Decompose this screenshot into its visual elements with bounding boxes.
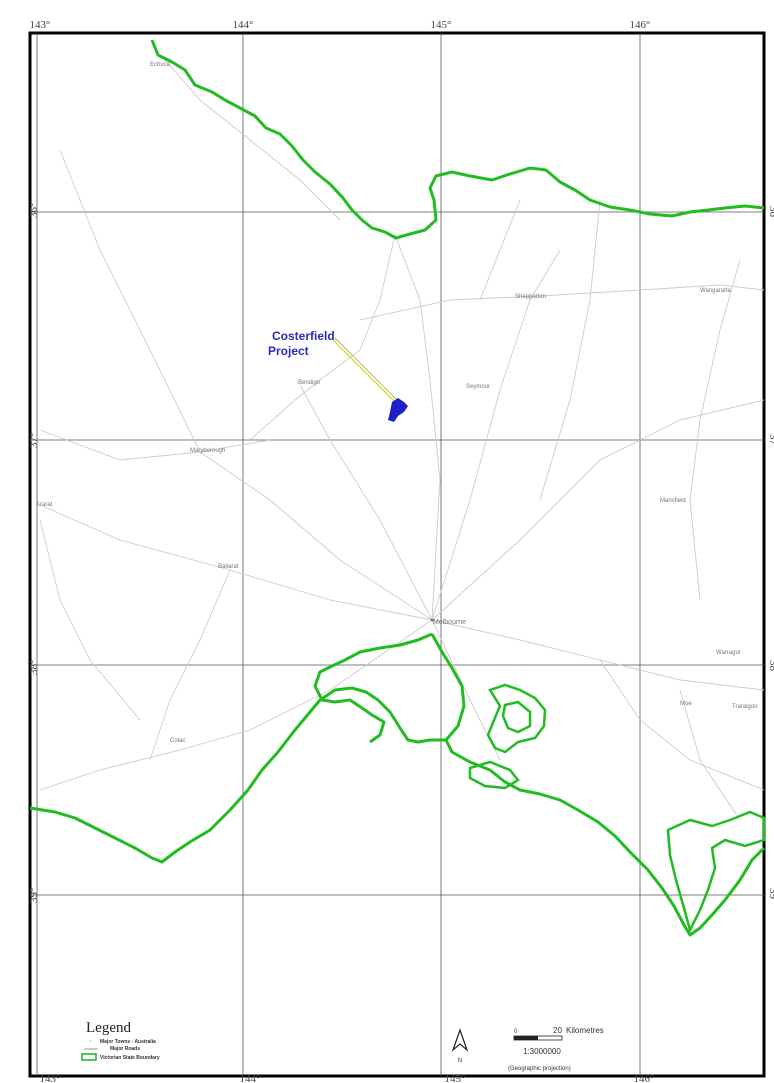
lon-label-bottom-146: 146° (634, 1073, 655, 1083)
legend-town-marker: · (90, 1039, 92, 1045)
town-ararat: Ararat (36, 502, 53, 508)
lon-label-top-146: 146° (630, 19, 651, 31)
lon-label-bottom-144: 144° (240, 1073, 261, 1083)
road (599, 659, 765, 791)
lon-label-top-145: 145° (431, 19, 452, 31)
legend-item-roads: Major Roads (110, 1046, 140, 1052)
legend-item-boundary: Victorian State Boundary (100, 1055, 160, 1061)
lat-label-left-36: 36° (28, 203, 40, 218)
project-leader-line (332, 339, 396, 403)
road (59, 149, 201, 453)
road (39, 619, 433, 791)
scale-start: 0 (514, 1029, 518, 1035)
project-area: Costerfield Project (268, 329, 408, 422)
scale-end: 20 (553, 1026, 562, 1035)
coastline-wilsons-prom (666, 810, 766, 934)
lon-label-top-143: 143° (30, 19, 51, 31)
road (479, 199, 521, 301)
road (39, 429, 271, 461)
north-arrow: N (451, 1028, 469, 1064)
coastline-westernport (486, 683, 547, 754)
lat-label-left-37: 37° (28, 433, 40, 448)
map-frame (28, 31, 766, 1078)
road (249, 234, 396, 441)
coastline-phillip-island (468, 760, 520, 790)
project-label-line1: Costerfield (272, 329, 335, 343)
road (431, 399, 765, 621)
coastline-french-island (501, 700, 532, 734)
road (431, 249, 561, 621)
legend-item-towns: Major Towns - Australia (100, 1039, 156, 1045)
major-roads (39, 59, 765, 821)
lon-label-top-144: 144° (233, 19, 254, 31)
scale-ratio: 1:3000000 (523, 1047, 561, 1056)
lat-label-right-36: 36° (767, 206, 774, 221)
north-arrow-icon (451, 1028, 469, 1052)
town-bendigo: Bendigo (298, 380, 321, 386)
legend: Legend · Major Towns - Australia Major R… (81, 1020, 160, 1061)
town-colac: Colac (170, 738, 185, 744)
project-label-line2: Project (268, 344, 309, 358)
town-moe: Moe (680, 701, 692, 707)
scale-bar-segment (514, 1036, 538, 1040)
town-labels: Echuca Shepparton Wangaratta Bendigo Sey… (36, 62, 757, 744)
town-traralgon: Traralgon (732, 704, 757, 710)
road (359, 284, 765, 321)
legend-title: Legend (86, 1020, 131, 1036)
graticule (30, 33, 764, 1076)
road (199, 451, 433, 621)
coastline-east (444, 739, 766, 937)
state-boundary (150, 39, 765, 240)
town-ballarat: Ballarat (218, 564, 239, 570)
town-warragul: Warragul (716, 650, 740, 656)
legend-boundary-symbol (81, 1053, 97, 1061)
town-echuca: Echuca (150, 62, 171, 68)
town-melbourne: Melbourne (433, 619, 466, 626)
road (149, 569, 231, 761)
lon-label-bottom-145: 145° (445, 1073, 466, 1083)
road (394, 234, 441, 621)
lat-label-left-39: 39° (28, 888, 40, 903)
town-mansfield: Mansfield (660, 498, 686, 504)
road (689, 259, 741, 601)
scale-bar: 0 20 Kilometres 1:3000000 (Geographic pr… (508, 1026, 604, 1072)
scale-projection: (Geographic projection) (508, 1066, 571, 1072)
project-leader-line (334, 337, 398, 401)
town-maryborough: Maryborough (190, 448, 225, 454)
coastline-west (29, 633, 466, 864)
road (679, 689, 741, 821)
lat-label-right-39: 39° (767, 888, 774, 903)
lat-label-left-38: 38° (28, 660, 40, 675)
lon-label-bottom-143: 143° (40, 1073, 61, 1083)
road (39, 519, 141, 721)
lat-label-right-37: 37° (767, 434, 774, 449)
coastline-port-phillip (313, 632, 433, 744)
lat-label-right-38: 38° (767, 660, 774, 675)
road (299, 384, 433, 621)
road (164, 59, 341, 221)
road (539, 199, 601, 501)
graticule-labels: 143° 144° 145° 146° 143° 144° 145° 146° … (28, 19, 774, 1083)
scale-unit: Kilometres (566, 1026, 604, 1035)
town-marker-melbourne (430, 618, 434, 622)
north-arrow-label: N (458, 1058, 462, 1064)
town-seymour: Seymour (466, 384, 490, 390)
town-shepparton: Shepparton (515, 294, 546, 300)
town-wangaratta: Wangaratta (700, 288, 731, 294)
project-polygon[interactable] (388, 398, 408, 422)
